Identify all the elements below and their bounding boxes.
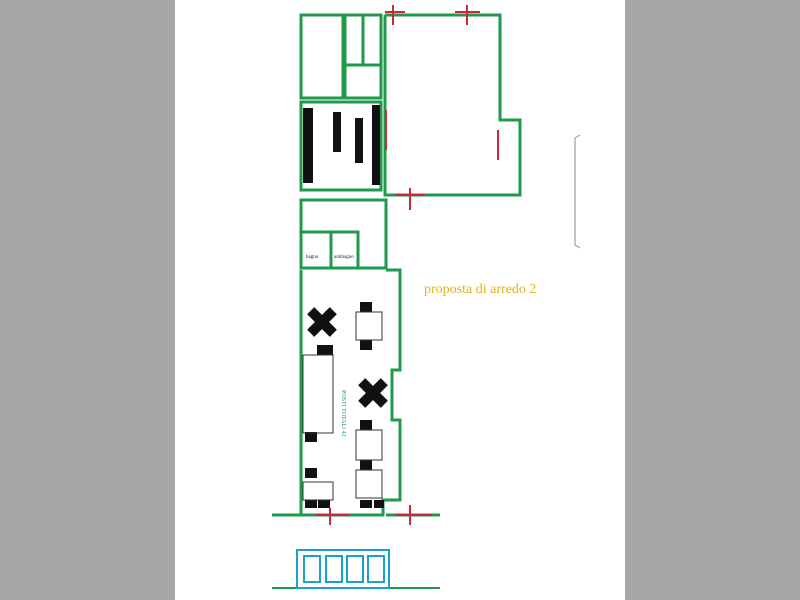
- table-cross-2: [358, 378, 388, 408]
- bathroom-label: bagno: [306, 255, 319, 260]
- dining-wall: [299, 268, 402, 517]
- seating-label: POSTI TOTALI 42: [340, 390, 346, 437]
- plan-title: proposta di arredo 2: [424, 282, 537, 297]
- bathroom: [299, 230, 333, 270]
- kitchen: [299, 100, 383, 192]
- table-cross-1: [307, 307, 337, 337]
- antebathroom: [329, 230, 360, 270]
- large-room-wall: [383, 13, 522, 197]
- small-room-3: [343, 63, 383, 100]
- storage-room: [299, 13, 345, 100]
- small-room-2: [361, 13, 383, 67]
- antebathroom-label: antibagno: [334, 255, 354, 260]
- outdoor-seating: [296, 549, 390, 589]
- paper-edge: [574, 134, 581, 249]
- small-room: [343, 13, 365, 67]
- furniture: [303, 105, 384, 508]
